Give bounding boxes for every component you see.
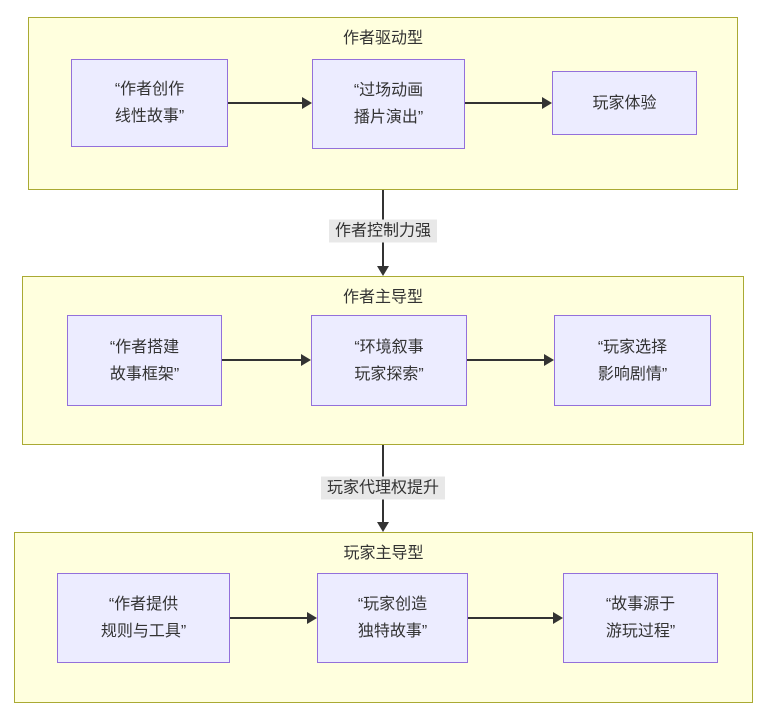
- node-author-provides-rules-tools: “作者提供 规则与工具”: [57, 573, 230, 663]
- node-author-builds-framework: “作者搭建 故事框架”: [67, 315, 222, 406]
- arrowhead-right-icon: [542, 97, 552, 109]
- node-player-choice-affects-plot: “玩家选择 影响剧情”: [554, 315, 711, 406]
- edge-label-player-agency: 玩家代理权提升: [320, 476, 446, 500]
- node-text-line: “故事源于: [605, 596, 676, 613]
- node-cutscene-playback: “过场动画 播片演出”: [312, 59, 465, 149]
- node-text-line: “作者提供: [108, 596, 179, 613]
- node-text-line: 玩家体验: [592, 94, 657, 112]
- cluster-title: 玩家主导型: [343, 545, 424, 562]
- node-text-line: “玩家选择: [597, 338, 668, 356]
- connector-line: [467, 359, 544, 361]
- node-story-emerges-from-play: “故事源于 游玩过程”: [563, 573, 718, 663]
- node-text-line: 规则与工具”: [100, 623, 187, 640]
- node-text-line: 玩家探索”: [354, 365, 424, 383]
- arrowhead-right-icon: [544, 354, 554, 366]
- edge-label-author-control: 作者控制力强: [328, 219, 438, 243]
- connector-line: [468, 617, 553, 619]
- node-text-line: 独特故事”: [357, 623, 428, 640]
- node-text-line: “环境叙事: [354, 338, 424, 356]
- arrowhead-right-icon: [301, 354, 311, 366]
- cluster-title: 作者主导型: [342, 289, 423, 306]
- node-text-line: “过场动画: [353, 82, 424, 99]
- arrowhead-right-icon: [302, 97, 312, 109]
- connector-line: [228, 102, 302, 104]
- arrowhead-down-icon: [377, 522, 389, 532]
- connector-line: [222, 359, 301, 361]
- arrowhead-right-icon: [307, 612, 317, 624]
- cluster-title: 作者驱动型: [342, 30, 423, 47]
- node-player-creates-unique-story: “玩家创造 独特故事”: [317, 573, 468, 663]
- node-text-line: “玩家创造: [357, 596, 428, 613]
- node-player-experience: 玩家体验: [552, 71, 697, 135]
- arrowhead-right-icon: [553, 612, 563, 624]
- node-text-line: “作者搭建: [109, 338, 180, 356]
- node-text-line: 游玩过程”: [605, 623, 676, 640]
- node-environmental-narrative: “环境叙事 玩家探索”: [311, 315, 467, 406]
- arrowhead-down-icon: [377, 266, 389, 276]
- connector-line: [465, 102, 542, 104]
- node-text-line: “作者创作: [114, 81, 185, 98]
- node-text-line: 线性故事”: [114, 108, 185, 125]
- node-author-creates-linear-story: “作者创作 线性故事”: [71, 59, 228, 147]
- node-text-line: 故事框架”: [109, 365, 180, 383]
- node-text-line: 影响剧情”: [597, 365, 668, 383]
- node-text-line: 播片演出”: [353, 109, 424, 126]
- connector-line: [230, 617, 307, 619]
